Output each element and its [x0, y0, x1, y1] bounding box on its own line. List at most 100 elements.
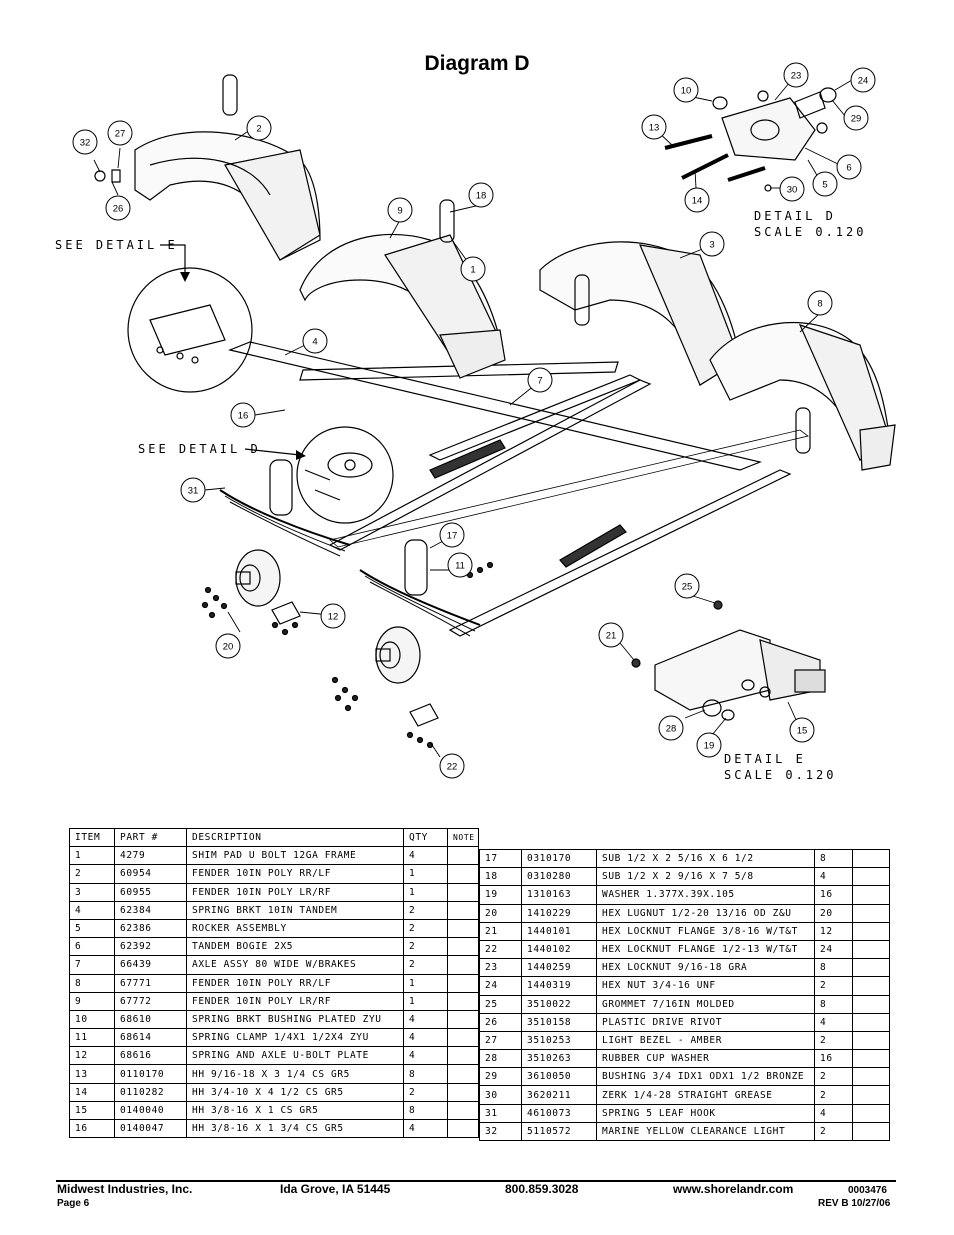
cell-item: 11: [69, 1028, 115, 1048]
callout-8: [807, 290, 833, 316]
cell-qty: 2: [814, 1121, 853, 1142]
callout-label-5: 5: [822, 180, 827, 191]
table-header-row: ITEM PART # DESCRIPTION QTY NOTE: [69, 827, 479, 848]
cell-description: HEX LOCKNUT FLANGE 1/2-13 W/T&T: [596, 939, 815, 960]
cell-description: HEX NUT 3/4-16 UNF: [596, 976, 815, 996]
callout-11: [447, 552, 473, 578]
cell-qty: 4: [814, 867, 853, 887]
footer-city: Ida Grove, IA 51445: [280, 1182, 391, 1196]
arrowhead-e: [180, 272, 190, 282]
callout-label-8: 8: [817, 299, 822, 310]
cell-part: 0140047: [114, 1118, 187, 1139]
cell-note: [852, 1121, 890, 1142]
callout-label-28: 28: [666, 724, 677, 735]
callout-19: [696, 732, 722, 758]
cell-item: 28: [479, 1049, 522, 1069]
callout-32: [72, 129, 98, 155]
cell-qty: 24: [814, 939, 853, 960]
cell-description: PLASTIC DRIVE RIVOT: [596, 1012, 815, 1032]
cell-part: 3620211: [521, 1085, 597, 1105]
callout-6: [836, 154, 862, 180]
cell-qty: 1: [403, 991, 448, 1011]
cell-description: SUB 1/2 X 2 5/16 X 6 1/2: [596, 848, 815, 869]
callout-29: [843, 105, 869, 131]
cell-note: [852, 1012, 890, 1032]
cell-description: WASHER 1.377X.39X.105: [596, 885, 815, 905]
cell-part: 0310280: [521, 867, 597, 887]
cell-part: 3510158: [521, 1012, 597, 1032]
callout-15: [789, 717, 815, 743]
header-description: DESCRIPTION: [186, 827, 404, 848]
cell-qty: 2: [403, 937, 448, 957]
cell-item: 5: [69, 918, 115, 939]
cell-note: [447, 1118, 479, 1139]
cell-part: 62384: [114, 900, 187, 920]
footer-rule: [56, 1180, 896, 1182]
cell-description: HH 3/8-16 X 1 3/4 CS GR5: [186, 1118, 404, 1139]
callout-label-3: 3: [709, 240, 714, 251]
header-qty: QTY: [403, 827, 448, 848]
cell-description: ZERK 1/4-28 STRAIGHT GREASE: [596, 1085, 815, 1105]
cell-description: HH 3/8-16 X 1 CS GR5: [186, 1100, 404, 1121]
cell-note: [447, 1082, 479, 1102]
cell-item: 24: [479, 976, 522, 996]
callout-23: [783, 62, 809, 88]
footer-website: www.shorelandr.com: [673, 1182, 794, 1196]
callout-24: [850, 67, 876, 93]
callout-label-29: 29: [851, 114, 862, 125]
cell-description: SUB 1/2 X 2 9/16 X 7 5/8: [596, 867, 815, 887]
cell-part: 4279: [114, 846, 187, 866]
footer-phone: 800.859.3028: [505, 1182, 579, 1196]
cell-item: 25: [479, 994, 522, 1014]
cell-item: 17: [479, 848, 522, 869]
callout-2: [246, 115, 272, 141]
cell-description: HEX LOCKNUT FLANGE 3/8-16 W/T&T: [596, 921, 815, 941]
cell-item: 9: [69, 991, 115, 1011]
u-bolts: [222, 74, 811, 596]
callout-label-10: 10: [681, 86, 692, 97]
callout-30: [779, 176, 805, 202]
cell-item: 32: [479, 1121, 522, 1142]
cell-part: 0110170: [114, 1064, 187, 1084]
cell-qty: 4: [403, 1009, 448, 1030]
cell-note: [447, 973, 479, 993]
cell-note: [852, 921, 890, 941]
leaf-spring-31: [219, 489, 351, 557]
callout-label-14: 14: [692, 196, 703, 207]
cell-qty: 4: [814, 1103, 853, 1123]
cell-item: 15: [69, 1100, 115, 1121]
cell-item: 12: [69, 1046, 115, 1066]
cell-part: 68610: [114, 1009, 187, 1030]
cell-part: 1440259: [521, 958, 597, 978]
cell-qty: 2: [814, 1085, 853, 1105]
cell-item: 18: [479, 867, 522, 887]
footer-doc-number: 0003476: [848, 1185, 887, 1196]
cell-qty: 4: [403, 846, 448, 866]
cell-part: 3510263: [521, 1049, 597, 1069]
callout-label-22: 22: [447, 762, 458, 773]
cell-qty: 8: [814, 958, 853, 978]
see-detail-e-label: SEE DETAIL E: [55, 238, 178, 252]
callout-label-4: 4: [312, 337, 317, 348]
cell-item: 23: [479, 958, 522, 978]
cell-note: [447, 882, 479, 902]
detail-e-label: DETAIL E: [724, 752, 806, 766]
cell-description: SPRING CLAMP 1/4X1 1/2X4 ZYU: [186, 1028, 404, 1048]
cell-item: 6: [69, 937, 115, 957]
